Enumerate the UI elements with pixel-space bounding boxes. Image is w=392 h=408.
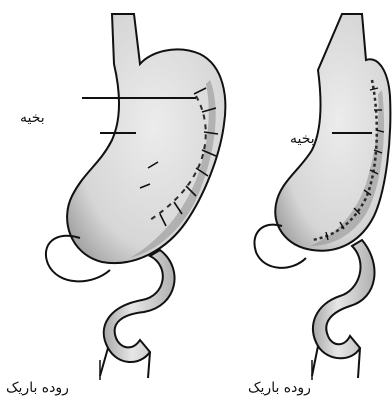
left-stomach <box>46 14 225 380</box>
small-intestine-label-left: روده باریک <box>6 381 69 395</box>
small-intestine-label-right: روده باریک <box>248 381 311 395</box>
left-small-bowel-tube <box>104 250 175 362</box>
suture-label-left: بخیه <box>20 111 45 125</box>
left-stomach-body <box>67 14 225 263</box>
right-stomach <box>254 14 390 380</box>
right-small-bowel-tube <box>313 240 375 358</box>
suture-label-right: بخیه <box>290 132 315 146</box>
